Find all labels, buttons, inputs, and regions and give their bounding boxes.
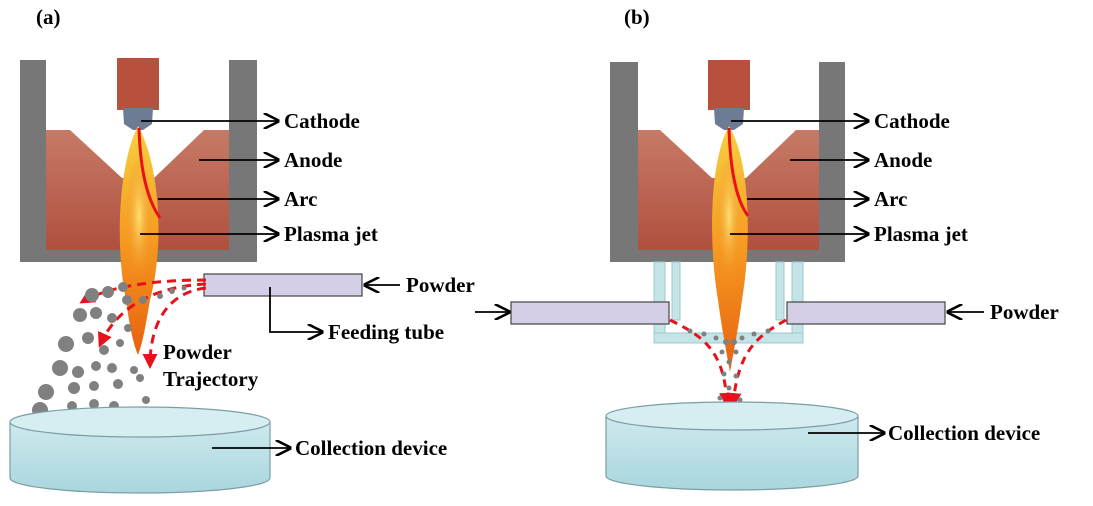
panel-b-tag: (b) <box>624 5 650 29</box>
powder-label-b: Powder <box>990 300 1059 324</box>
arc-a <box>137 127 162 219</box>
collection-device-label-b: Collection device <box>888 421 1040 445</box>
plasma-jet-label-b: Plasma jet <box>874 222 968 246</box>
cathode-tip-b <box>714 108 744 130</box>
cathode-label-a: Cathode <box>284 109 360 133</box>
feeding-tube-a <box>203 273 363 297</box>
anode-label-a: Anode <box>284 148 342 172</box>
arc-label-a: Arc <box>284 187 317 211</box>
cathode-label-b: Cathode <box>874 109 950 133</box>
panel-a-tag: (a) <box>36 5 61 29</box>
anode-label-b: Anode <box>874 148 932 172</box>
cathode-tip-a <box>123 108 153 130</box>
plasma-jet-label-a: Plasma jet <box>284 222 378 246</box>
arc-label-b: Arc <box>874 187 907 211</box>
cathode-a <box>117 58 159 110</box>
feeding-tube-leader-a <box>269 287 322 332</box>
feeding-tube-b-left <box>510 301 670 325</box>
feeding-tube-b-right <box>786 301 946 325</box>
collection-device-b <box>605 401 859 491</box>
powder-trajectory-label-line1: Powder <box>163 340 232 364</box>
arc-b <box>727 127 750 217</box>
panel-b: (b) <box>475 5 1059 491</box>
panel-a: (a) <box>9 5 475 494</box>
collection-device-a <box>9 406 271 494</box>
powder-trajectory-b <box>669 318 787 408</box>
powder-label-a: Powder <box>406 273 475 297</box>
feeding-tube-label-a: Feeding tube <box>328 320 444 344</box>
torch-housing-b <box>610 62 845 262</box>
cathode-b <box>708 60 750 110</box>
collection-device-label-a: Collection device <box>295 436 447 460</box>
powder-trajectory-label-line2: Trajectory <box>163 367 259 391</box>
